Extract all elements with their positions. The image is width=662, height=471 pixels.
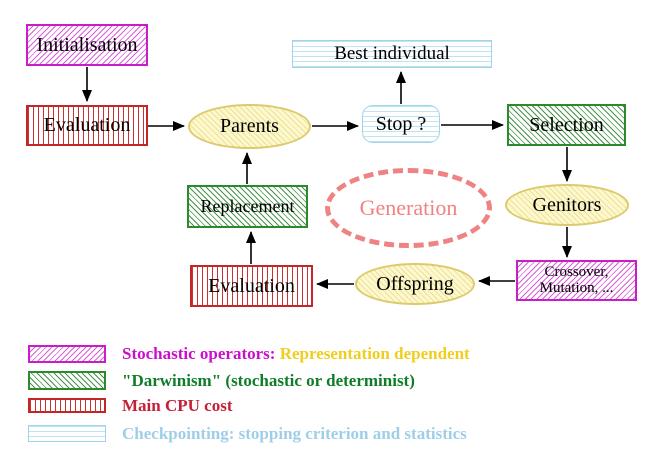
- node-crossover-mutation: Crossover, Mutation, ...: [516, 260, 637, 301]
- legend-label-main-cpu-cost: Main CPU cost: [122, 396, 233, 415]
- node-stop: Stop ?: [362, 105, 440, 143]
- legend-swatch-red-stripes: [28, 398, 106, 413]
- legend-swatch-magenta-hatch: [28, 345, 106, 363]
- node-evaluation-bottom: Evaluation: [190, 265, 313, 307]
- legend-row-stochastic-operators: Stochastic operators: Representation dep…: [122, 344, 470, 364]
- node-evaluation-top: Evaluation: [26, 105, 148, 146]
- legend-label-darwinism: "Darwinism" (stochastic or determinist): [122, 371, 415, 390]
- legend-label-checkpointing: Checkpointing: stopping criterion and st…: [122, 424, 467, 443]
- node-best-individual: Best individual: [292, 40, 492, 68]
- crossover-line2: Mutation, ...: [539, 279, 614, 296]
- legend-label-representation-dependent: Representation dependent: [279, 344, 470, 363]
- node-generation: Generation: [325, 168, 492, 248]
- node-genitors: Genitors: [505, 184, 629, 226]
- node-selection: Selection: [507, 104, 626, 146]
- node-offspring: Offspring: [355, 263, 475, 305]
- node-replacement: Replacement: [187, 185, 308, 228]
- legend-label-stochastic-operators: Stochastic operators:: [122, 344, 276, 363]
- node-parents: Parents: [188, 104, 311, 149]
- legend-swatch-green-hatch: [28, 371, 106, 390]
- crossover-line1: Crossover,: [544, 263, 609, 280]
- legend-swatch-cyan-stripes: [28, 425, 106, 442]
- node-initialisation: Initialisation: [26, 24, 148, 66]
